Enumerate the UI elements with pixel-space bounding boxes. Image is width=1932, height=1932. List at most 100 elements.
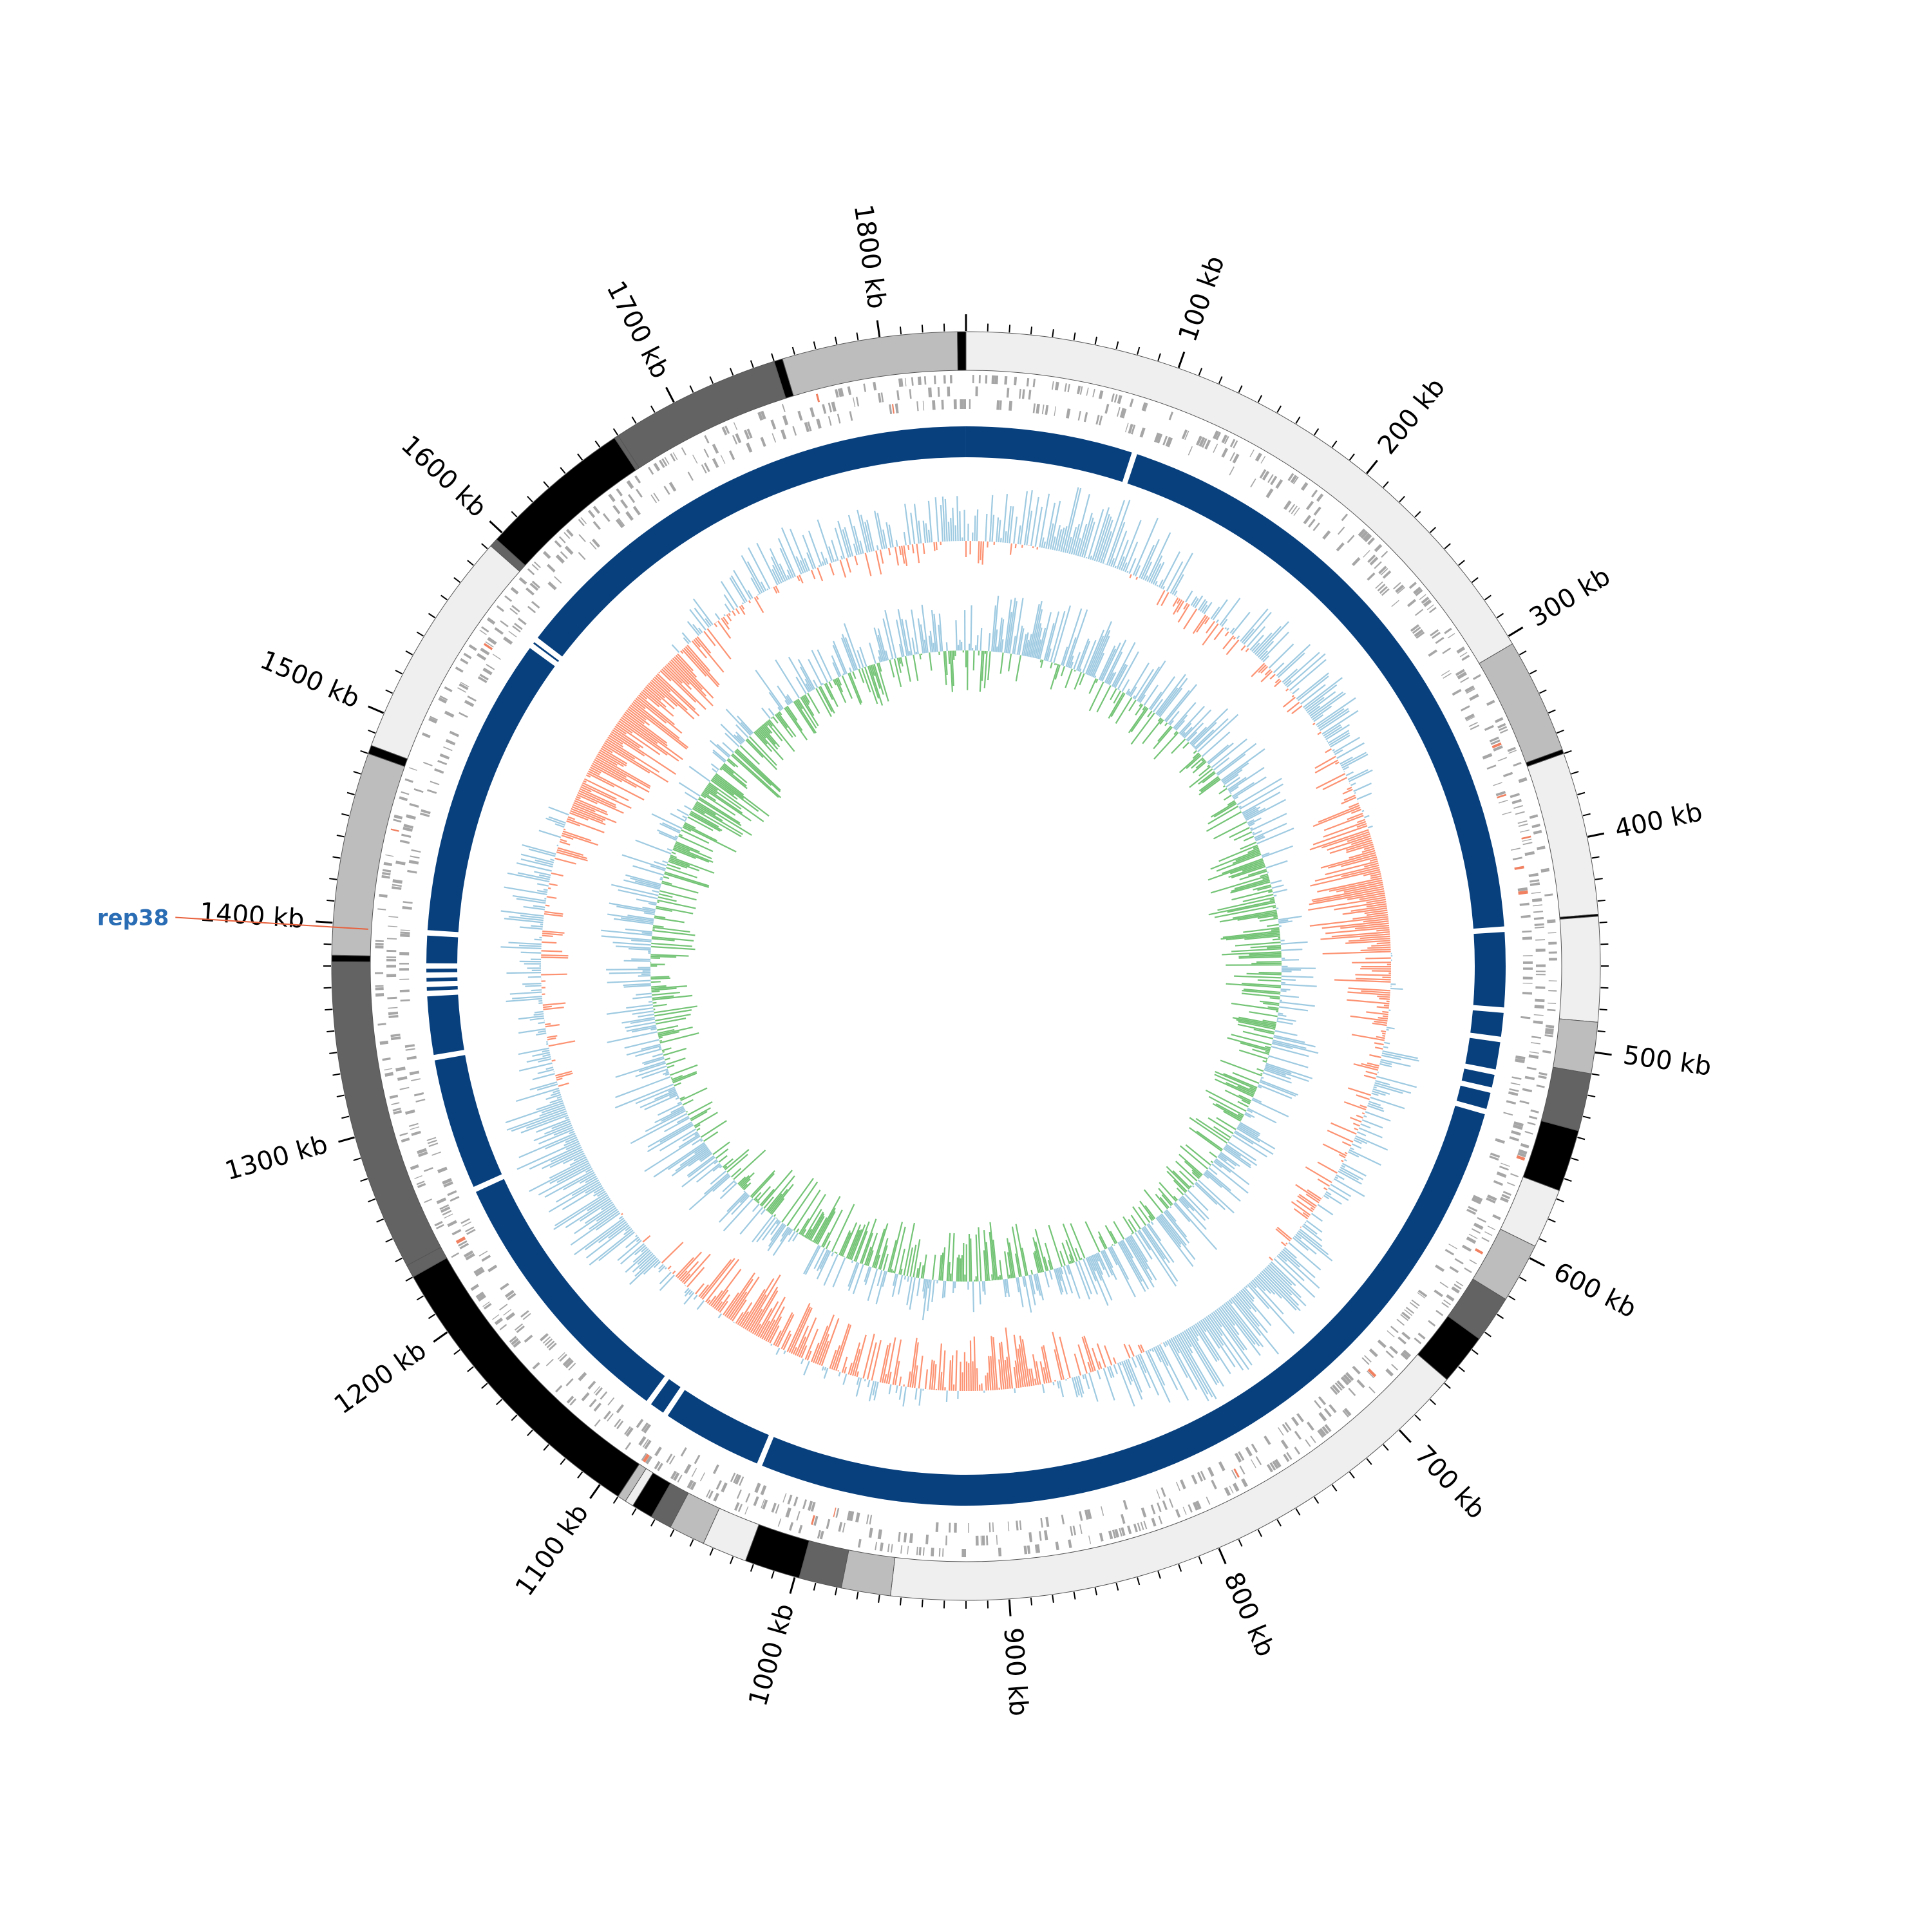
- skew-bar: [1327, 854, 1377, 869]
- skew-bar: [1176, 1334, 1213, 1397]
- gene-block: [712, 444, 719, 454]
- skew-bar: [884, 1374, 887, 1383]
- gc-bar: [1195, 718, 1229, 750]
- gc-bar: [719, 1182, 737, 1200]
- gene-block: [708, 1490, 714, 1499]
- gene-block: [593, 1403, 602, 1412]
- gc-bar: [933, 642, 935, 652]
- gene-block: [399, 968, 410, 971]
- gene-block: [887, 1543, 890, 1553]
- skew-bar: [1200, 1320, 1220, 1349]
- gene-block: [1251, 1443, 1258, 1454]
- skew-bar: [1079, 513, 1093, 557]
- gc-bar: [654, 916, 685, 923]
- skew-bar: [1127, 1358, 1142, 1393]
- gc-bar: [1224, 1090, 1251, 1103]
- gc-bar: [1117, 651, 1139, 690]
- skew-bar: [658, 1264, 664, 1270]
- skew-bar: [914, 1388, 918, 1400]
- gc-bar: [1050, 662, 1053, 668]
- skew-bar: [746, 561, 765, 592]
- skew-bar: [924, 1369, 929, 1390]
- skew-bar: [1374, 1046, 1383, 1050]
- skew-bar: [723, 594, 735, 611]
- skew-bar: [1356, 978, 1391, 981]
- gene-block: [1535, 998, 1545, 1003]
- gc-bar: [712, 768, 717, 773]
- skew-bar: [685, 1285, 687, 1287]
- skew-bar: [866, 1342, 877, 1380]
- gene-block: [1363, 1355, 1372, 1363]
- gene-block: [1439, 1282, 1449, 1289]
- gc-bar: [864, 1266, 871, 1282]
- gene-block: [904, 377, 907, 386]
- gene-block: [949, 375, 952, 384]
- skew-bar: [1303, 677, 1343, 708]
- gc-bar: [740, 722, 753, 735]
- skew-bar: [1330, 734, 1350, 748]
- minor-tick: [341, 1115, 350, 1119]
- gc-bar: [1003, 599, 1012, 653]
- skew-bar: [542, 933, 563, 936]
- gc-bar: [832, 645, 846, 675]
- skew-bar: [549, 1098, 563, 1104]
- gc-bar: [938, 625, 942, 652]
- gc-bar: [709, 739, 730, 758]
- skew-bar: [569, 812, 589, 821]
- minor-tick: [1331, 1484, 1338, 1492]
- skew-bar: [545, 1024, 560, 1028]
- skew-bar: [541, 941, 557, 944]
- gene-block: [1229, 1485, 1234, 1494]
- gene-block: [1493, 1180, 1504, 1186]
- gc-bar: [1269, 997, 1280, 1000]
- skew-bar: [531, 925, 543, 928]
- minor-tick: [527, 1429, 533, 1437]
- gene-block: [650, 494, 658, 504]
- skew-bar: [592, 762, 637, 788]
- gc-bar: [940, 1253, 944, 1281]
- gene-block: [500, 1282, 509, 1291]
- minor-tick: [376, 1218, 384, 1223]
- gene-block: [1323, 1408, 1332, 1417]
- gene-block: [1088, 1535, 1092, 1544]
- gene-block: [1385, 1350, 1394, 1358]
- gc-bar: [1117, 1242, 1146, 1293]
- gc-bar: [658, 1036, 663, 1039]
- major-tick: [433, 1331, 448, 1343]
- gene-block: [522, 1312, 531, 1320]
- skew-bar: [834, 527, 846, 559]
- gc-bar: [662, 860, 668, 864]
- skew-bar: [685, 646, 720, 686]
- skew-bar: [1333, 1178, 1365, 1197]
- skew-bar: [1285, 679, 1292, 687]
- gc-bar: [1247, 869, 1267, 876]
- gene-block: [925, 1534, 929, 1545]
- gene-block: [1473, 674, 1481, 680]
- skew-bar: [1366, 903, 1387, 908]
- gene-block: [389, 1094, 399, 1099]
- gene-block: [1522, 992, 1533, 995]
- gc-bar: [898, 643, 904, 658]
- gc-bar: [756, 1217, 776, 1243]
- skew-bar: [1366, 1011, 1388, 1016]
- skew-bar: [1222, 635, 1235, 650]
- skew-bar: [1147, 1350, 1166, 1386]
- gc-bar: [878, 1238, 889, 1270]
- gc-bar: [1229, 861, 1264, 875]
- skew-bar: [1202, 623, 1219, 646]
- gene-block: [835, 1508, 840, 1518]
- gc-bar: [1021, 634, 1027, 656]
- gene-block: [1522, 1088, 1533, 1093]
- gc-bar: [893, 1226, 906, 1274]
- gc-bar: [1191, 1170, 1201, 1179]
- minor-tick: [1571, 771, 1579, 775]
- skew-bar: [1062, 487, 1079, 553]
- gc-bar: [952, 1281, 954, 1293]
- gene-block: [540, 1332, 549, 1341]
- gc-bar: [645, 1110, 687, 1132]
- gene-block: [547, 581, 557, 591]
- skew-bar: [1334, 1176, 1338, 1179]
- gene-block: [1156, 1489, 1160, 1499]
- minor-tick: [1595, 878, 1603, 880]
- gene-block: [544, 1338, 553, 1347]
